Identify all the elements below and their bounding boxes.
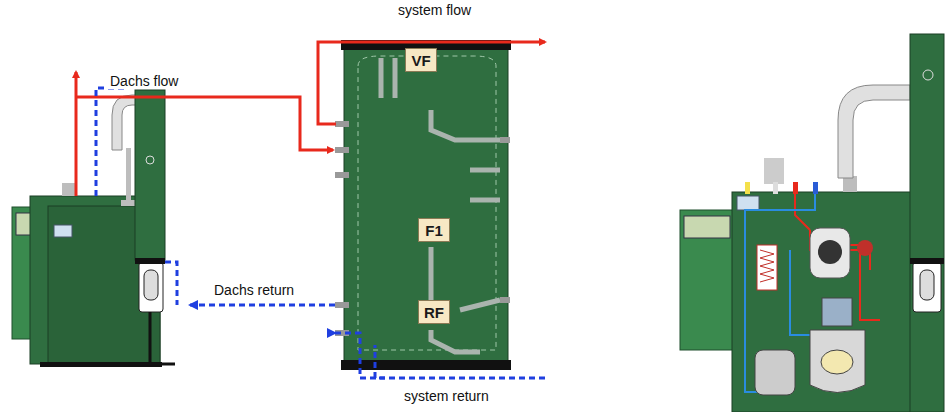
system-return-head	[335, 333, 385, 378]
sensor-tag: RF	[418, 300, 450, 324]
dachs-unit-left	[12, 90, 175, 367]
dachs-flow-riser	[75, 72, 78, 196]
system-return-pipe	[375, 345, 545, 378]
pipe-label: Dachs flow	[108, 73, 180, 89]
return-drop	[165, 262, 177, 305]
sensor-tag: VF	[405, 48, 437, 72]
sensor-tag: F1	[418, 218, 450, 242]
dachs-flow-pipe	[76, 97, 333, 150]
sensor-name: RF	[424, 304, 444, 321]
return-riser	[96, 88, 124, 196]
buffer-tank	[335, 40, 511, 370]
system-flow-pipe	[318, 42, 545, 124]
pipe-label: Dachs return	[212, 282, 296, 298]
dachs-return-pipe	[190, 304, 335, 307]
sensor-name: VF	[411, 52, 430, 69]
pipe-arrows	[76, 42, 545, 378]
dachs-unit-right	[680, 34, 944, 412]
pipe-label: system flow	[396, 2, 473, 18]
pipe-label: system return	[402, 388, 491, 404]
sensor-name: F1	[425, 222, 443, 239]
